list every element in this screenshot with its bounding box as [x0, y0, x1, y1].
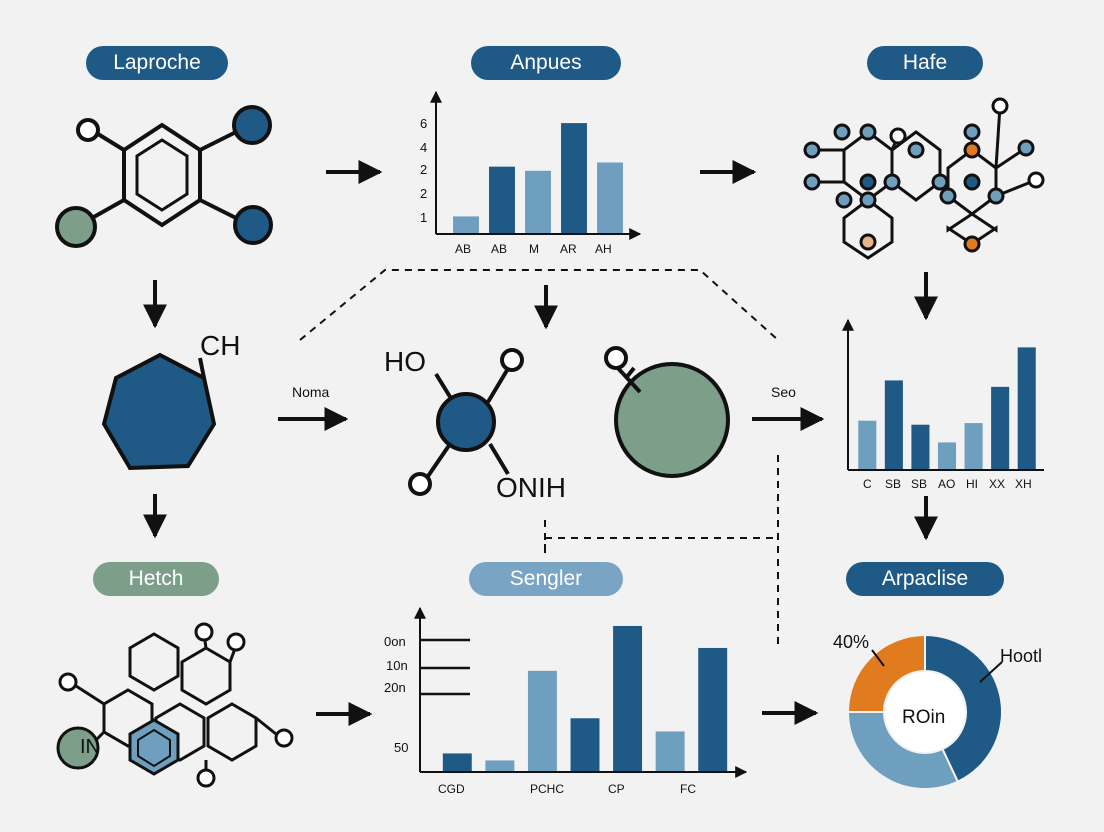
donut-center-label: ROin: [902, 707, 946, 728]
atom-label-in: IN: [80, 736, 100, 758]
bar: [570, 718, 600, 771]
bar: [1017, 347, 1036, 469]
bars: [442, 625, 728, 771]
group-ho: HO: [384, 346, 426, 377]
bar: [991, 386, 1010, 469]
x-category-label: CP: [608, 782, 625, 796]
flow-arrows: [143, 160, 938, 726]
flow-label-seo: Seo: [771, 384, 796, 400]
y-tick-label: 20n: [384, 680, 406, 695]
stage-title-arpaclise: Arpaclise: [846, 562, 1004, 596]
x-category-label: FC: [680, 782, 696, 796]
bar: [485, 760, 515, 771]
polycyclic-molecule: [803, 97, 1045, 260]
flow-label-noma: Noma: [292, 384, 330, 400]
bar-chart-anpues: [430, 90, 642, 240]
bar: [884, 380, 903, 469]
bar: [911, 424, 930, 469]
x-category-label: AO: [938, 477, 956, 491]
y-tick-label: 0on: [384, 634, 406, 649]
x-category-label: XH: [1015, 477, 1032, 491]
bars: [453, 123, 623, 233]
bar-chart-sengler: [414, 606, 748, 778]
donut-hole: [885, 672, 965, 752]
x-category-label: PCHC: [530, 782, 565, 796]
center-molecule: [408, 348, 524, 496]
atom-white: [76, 118, 100, 142]
y-tick-label: 50: [394, 740, 409, 755]
leader-hootl: [979, 661, 1003, 683]
y-tick-label: 10n: [386, 658, 408, 673]
y-tick-label: 4: [420, 140, 428, 155]
y-gridlines: [420, 638, 470, 696]
bar-chart-right: [842, 318, 1044, 471]
bar: [597, 162, 623, 233]
x-category-label: CGD: [438, 782, 465, 796]
bar: [453, 216, 479, 233]
stage-title-laproche: Laproche: [86, 46, 228, 80]
x-category-label: AH: [595, 242, 612, 256]
dashed-bracket-bottom: [544, 520, 778, 555]
atom-navy: [232, 105, 272, 145]
x-category-label: AR: [560, 242, 577, 256]
x-category-label: SB: [885, 477, 902, 491]
leader-pct: [871, 649, 885, 667]
y-tick-label: 6: [420, 116, 428, 131]
benzene-molecule: [55, 105, 273, 248]
x-category-label: M: [529, 242, 539, 256]
bar: [525, 170, 551, 233]
stage-title-anpues: Anpues: [471, 46, 621, 80]
dashed-connectors: [299, 269, 779, 650]
bar: [489, 166, 515, 233]
sage-sphere: [604, 346, 730, 478]
y-tick-label: 2: [420, 186, 428, 201]
stage-title-hafe: Hafe: [867, 46, 983, 80]
donut-segment: [846, 711, 960, 790]
bar: [561, 123, 587, 233]
x-category-label: AB: [455, 242, 472, 256]
stage-title-hetch: Hetch: [93, 562, 219, 596]
dashed-bracket-top: [299, 269, 779, 341]
group-onih: ONIH: [496, 472, 566, 503]
atom-navy: [233, 205, 273, 245]
heptagon-molecule: [101, 352, 217, 471]
bars: [858, 347, 1036, 469]
atom-sage: [55, 206, 97, 248]
substituent-ch: CH: [200, 330, 241, 361]
x-category-label: XX: [989, 477, 1006, 491]
bar: [937, 442, 957, 469]
x-category-label: C: [863, 477, 872, 491]
y-tick-label: 1: [420, 210, 428, 225]
bar: [613, 625, 643, 771]
bar: [858, 420, 877, 469]
donut-label-hootl: Hootl: [1000, 646, 1043, 666]
donut-chart: [846, 633, 1003, 790]
bar: [442, 753, 472, 771]
donut-label-pct: 40%: [833, 632, 870, 652]
x-category-label: HI: [966, 477, 978, 491]
segments: [846, 633, 1003, 790]
bar: [655, 731, 685, 771]
donut-segment: [846, 633, 926, 713]
bar: [527, 670, 557, 771]
bar: [698, 647, 728, 771]
x-category-label: AB: [491, 242, 508, 256]
fused-ring-molecule: [56, 622, 294, 788]
bar: [964, 423, 983, 469]
y-tick-label: 2: [420, 162, 428, 177]
donut-segment: [924, 633, 1003, 784]
stage-title-sengler: Sengler: [469, 562, 623, 596]
x-category-label: SB: [911, 477, 928, 491]
